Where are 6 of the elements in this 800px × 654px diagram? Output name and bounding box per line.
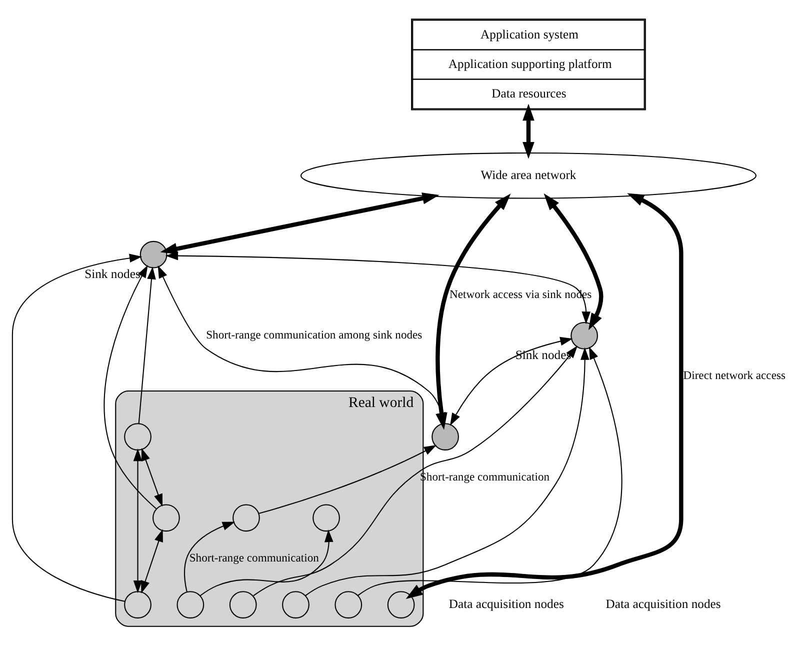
label: Data acquisition nodes — [606, 597, 721, 612]
label: Data acquisition nodes — [448, 597, 564, 612]
edge-label: Direct network access — [683, 369, 786, 382]
edge-label: Short-range communication — [189, 551, 319, 564]
node-label: Sink nodes — [84, 266, 140, 281]
edge-label: Short-range communication among sink nodes — [206, 328, 422, 342]
